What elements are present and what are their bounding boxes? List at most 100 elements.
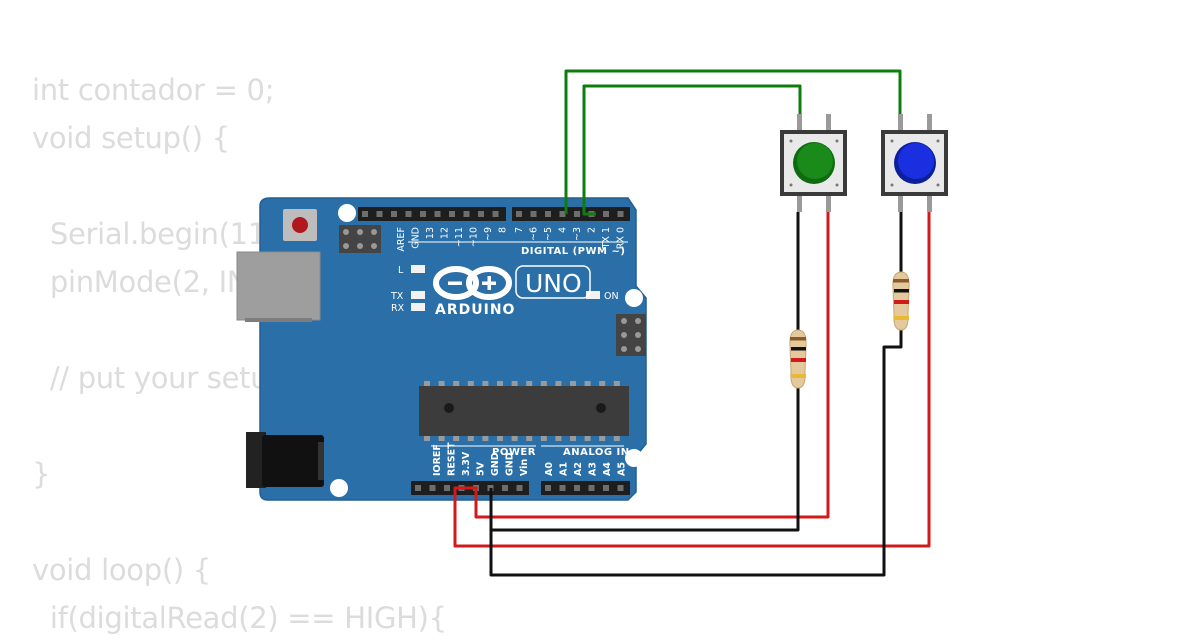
mount-hole xyxy=(625,289,643,307)
pin-hole xyxy=(574,485,580,491)
pin-hole xyxy=(429,485,436,491)
resistor-band xyxy=(893,279,909,283)
led-l xyxy=(411,265,425,273)
digital-pin-label: ~5 xyxy=(543,227,554,241)
resistor-band xyxy=(894,316,909,320)
green-pushbutton[interactable] xyxy=(780,114,847,212)
digital-pin-label: 13 xyxy=(425,227,436,239)
reset-button[interactable] xyxy=(283,209,317,241)
pin-hole xyxy=(492,211,499,217)
green-button-cap xyxy=(797,143,833,179)
pin-hole xyxy=(617,211,624,217)
resistor-band xyxy=(791,347,806,351)
code-line: void setup() { xyxy=(32,121,230,155)
mount-hole xyxy=(625,449,643,467)
pin-hole xyxy=(516,485,523,491)
analog-pin-label: A5 xyxy=(617,462,628,476)
mount-hole xyxy=(338,204,356,222)
digital-pin-label: ~9 xyxy=(483,227,494,241)
digital-pin-label: GND xyxy=(411,227,422,249)
analog-pin-label: A1 xyxy=(559,462,570,476)
led-rx xyxy=(411,303,425,311)
analog-pin-label: A4 xyxy=(602,462,613,476)
pin-hole xyxy=(362,211,368,217)
code-line: if(digitalRead(2) == HIGH){ xyxy=(32,601,447,635)
code-line: } xyxy=(32,457,51,491)
green-wire-pin4[interactable] xyxy=(564,69,902,214)
power-pin-label: Vin xyxy=(519,459,530,476)
pin-hole xyxy=(444,485,450,491)
digital-pin-label: TX 1 xyxy=(601,227,612,249)
power-pin-label: RESET xyxy=(447,442,458,476)
blue-pushbutton[interactable] xyxy=(881,114,948,212)
digital-pin-label: ~3 xyxy=(572,227,583,241)
pin-hole xyxy=(603,485,609,491)
analog-pin-label: A2 xyxy=(573,462,584,476)
arduino-logo xyxy=(433,266,512,300)
pin-hole xyxy=(415,485,421,491)
digital-pin-label: 4 xyxy=(558,227,569,233)
digital-pin-label: RX 0 xyxy=(616,227,627,249)
mount-hole xyxy=(330,479,348,497)
power-pin-label: GND xyxy=(505,452,516,476)
blue-button-cap xyxy=(898,143,934,179)
resistor-band xyxy=(894,289,909,293)
led-tx xyxy=(411,291,425,299)
icsp-header-right xyxy=(616,314,646,356)
pin-hole xyxy=(376,211,383,217)
digital-pin-label: ~10 xyxy=(469,227,480,247)
power-jack xyxy=(246,432,324,488)
pin-hole xyxy=(478,211,484,217)
power-pin-label: IOREF xyxy=(432,444,443,476)
digital-pin-label: 7 xyxy=(514,227,525,233)
led-rx-label: RX xyxy=(391,303,405,314)
pin-hole xyxy=(559,211,566,217)
digital-pin-label: AREF xyxy=(396,227,407,252)
digital-pin-label: 2 xyxy=(587,227,598,233)
resistor-green[interactable] xyxy=(789,329,807,389)
bottom-pin-holes xyxy=(415,485,624,491)
power-pin-label: 3.3V xyxy=(461,451,472,476)
pin-hole xyxy=(603,211,609,217)
uno-badge xyxy=(515,265,591,299)
pin-hole xyxy=(545,211,551,217)
pin-hole xyxy=(463,211,470,217)
red-wire-5v-blue[interactable] xyxy=(453,212,931,548)
analog-header-label: ANALOG IN xyxy=(563,447,630,458)
pin-hole xyxy=(617,485,624,491)
pin-hole xyxy=(405,211,412,217)
usb-connector xyxy=(236,251,321,322)
pin-hole xyxy=(420,211,426,217)
pin-hole xyxy=(449,211,455,217)
pin-hole xyxy=(502,485,508,491)
analog-pin-label: A3 xyxy=(588,462,599,476)
power-header-label: POWER xyxy=(492,447,536,458)
power-pin-label: GND xyxy=(490,452,501,476)
resistor-band xyxy=(894,300,909,304)
microcontroller-chip xyxy=(419,381,629,441)
resistor-band xyxy=(791,374,806,378)
led-on xyxy=(586,291,600,299)
power-pin-label: 5V xyxy=(476,461,487,476)
pin-hole xyxy=(588,485,595,491)
resistor-band xyxy=(790,337,806,341)
green-wire-pin2[interactable] xyxy=(582,84,802,216)
digital-pin-label: 8 xyxy=(498,227,509,233)
analog-pin-label: A0 xyxy=(544,462,555,476)
icsp-header-left xyxy=(339,225,381,253)
led-l-label: L xyxy=(398,265,404,276)
digital-pin-label: 12 xyxy=(440,227,451,239)
resistor-blue[interactable] xyxy=(892,271,910,331)
pin-hole xyxy=(530,211,537,217)
pin-hole xyxy=(434,211,441,217)
pin-hole xyxy=(559,485,566,491)
digital-header xyxy=(358,207,630,221)
digital-pin-label: ~11 xyxy=(454,227,465,247)
arduino-label: ARDUINO xyxy=(435,302,515,318)
led-on-label: ON xyxy=(604,291,619,302)
